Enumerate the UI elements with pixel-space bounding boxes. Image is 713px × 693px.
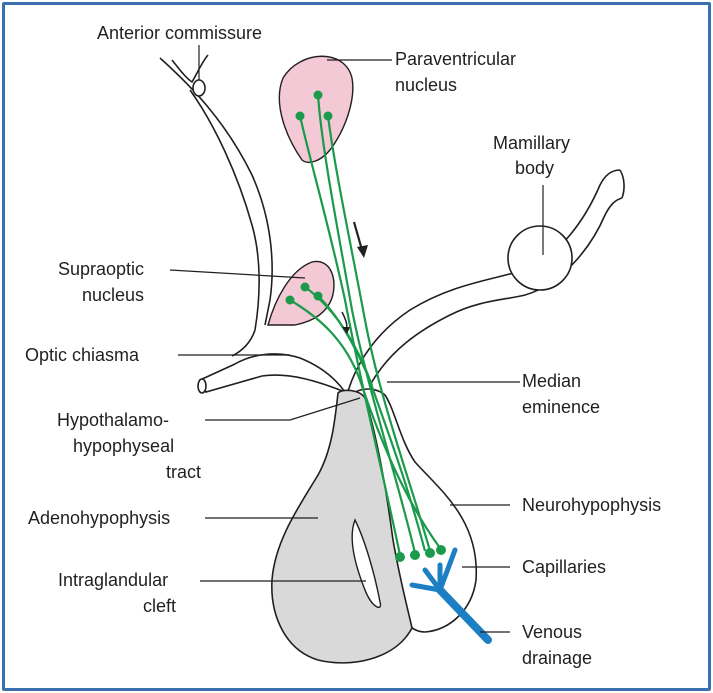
label-tract-1: Hypothalamo-: [57, 410, 169, 430]
lamina-terminalis: [232, 330, 255, 356]
floor-end: [620, 170, 624, 198]
label-median-eminence-2: eminence: [522, 397, 600, 417]
terminal-1: [395, 552, 405, 562]
label-supraoptic-2: nucleus: [82, 285, 144, 305]
hypothalamus-outline: [160, 55, 624, 402]
paraventricular-nucleus-shape: [279, 56, 352, 162]
floor-outline-outer: [345, 170, 620, 402]
label-capillaries: Capillaries: [522, 557, 606, 577]
label-neurohypophysis: Neurohypophysis: [522, 495, 661, 515]
optic-chiasma: [198, 354, 345, 393]
terminal-3: [425, 548, 435, 558]
terminal-2: [410, 550, 420, 560]
label-supraoptic-1: Supraoptic: [58, 259, 144, 279]
label-cleft-1: Intraglandular: [58, 570, 168, 590]
so-neuron-2: [301, 283, 310, 292]
so-neuron-3: [314, 292, 323, 301]
supraoptic-nucleus-shape: [268, 261, 334, 325]
ventricle-wall-outer: [160, 58, 272, 325]
flow-arrow: [354, 222, 368, 258]
label-median-eminence-1: Median: [522, 371, 581, 391]
label-tract-3: tract: [166, 462, 201, 482]
label-cleft-2: cleft: [143, 596, 176, 616]
terminal-4: [436, 545, 446, 555]
label-anterior-commissure: Anterior commissure: [97, 23, 262, 43]
mamillary-body-shape: [508, 226, 572, 290]
pv-neuron-2: [314, 91, 323, 100]
label-mamillary-2: body: [515, 158, 554, 178]
label-venous-1: Venous: [522, 622, 582, 642]
anterior-commissure-shape: [193, 80, 205, 96]
floor-outline-inner: [370, 198, 622, 385]
label-adenohypophysis: Adenohypophysis: [28, 508, 170, 528]
label-tract-2: hypophyseal: [73, 436, 174, 456]
pv-neuron-3: [324, 112, 333, 121]
optic-chiasma-shape: [200, 354, 345, 392]
so-neuron-1: [286, 296, 295, 305]
optic-nerve-end: [198, 379, 206, 393]
pv-neuron-1: [296, 112, 305, 121]
label-optic-chiasma: Optic chiasma: [25, 345, 140, 365]
ventricle-wall-inner: [190, 90, 259, 330]
label-paraventricular-2: nucleus: [395, 75, 457, 95]
label-venous-2: drainage: [522, 648, 592, 668]
label-paraventricular-1: Paraventricular: [395, 49, 516, 69]
label-mamillary-1: Mamillary: [493, 133, 570, 153]
commissure-region: [172, 55, 208, 82]
